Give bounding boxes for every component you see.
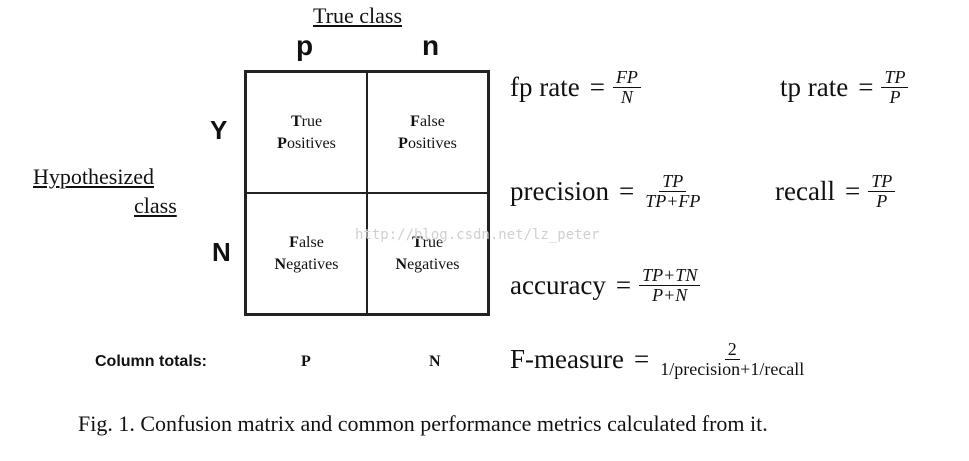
- formula-label: precision: [510, 176, 609, 206]
- equals-sign: =: [858, 72, 874, 102]
- cell-true-positives: True Positives: [246, 72, 367, 193]
- fraction: FP N: [612, 68, 641, 107]
- cell-initial: N: [274, 255, 287, 273]
- formula-label: fp rate: [510, 72, 580, 102]
- denominator: P: [876, 191, 888, 211]
- denominator: P+N: [652, 285, 688, 305]
- cell-text: rue: [301, 112, 323, 130]
- formula-label: tp rate: [780, 72, 849, 102]
- numerator: TP: [659, 172, 687, 192]
- cell-initial: F: [410, 112, 420, 130]
- figure-caption: Fig. 1. Confusion matrix and common perf…: [78, 411, 768, 436]
- hypothesized-class-line1: Hypothesized: [33, 164, 154, 189]
- cell-initial: T: [411, 233, 423, 251]
- cell-false-positives: False Positives: [367, 72, 488, 193]
- cell-initial: N: [395, 255, 408, 273]
- fraction: TP+TN P+N: [639, 266, 701, 305]
- formula-tp-rate: tp rate = TP P: [780, 68, 909, 107]
- fraction: TP TP+FP: [642, 172, 703, 211]
- row-label-y: Y: [210, 115, 228, 145]
- formula-accuracy: accuracy = TP+TN P+N: [510, 266, 701, 305]
- equals-sign: =: [844, 176, 861, 206]
- column-total-p: P: [301, 353, 311, 370]
- cell-initial: P: [277, 134, 287, 152]
- cell-initial: T: [290, 112, 302, 130]
- row-label-n: N: [212, 237, 231, 267]
- true-class-title: True class: [313, 3, 403, 28]
- formula-fp-rate: fp rate = FP N: [510, 68, 641, 107]
- formula-f-measure: F-measure = 2 1/precision+1/recall: [510, 340, 807, 379]
- cell-text: rue: [422, 233, 444, 251]
- equals-sign: =: [615, 270, 632, 300]
- equals-sign: =: [633, 344, 650, 374]
- cell-true-negatives: True Negatives: [367, 193, 488, 314]
- column-label-p: p: [296, 30, 314, 61]
- cell-text: alse: [298, 233, 324, 251]
- fraction: TP P: [868, 172, 896, 211]
- denominator: 1/precision+1/recall: [660, 359, 805, 379]
- numerator: 2: [724, 340, 740, 360]
- confusion-matrix: True Positives False Positives False Neg…: [244, 70, 490, 316]
- cell-text: alse: [419, 112, 445, 130]
- denominator: N: [620, 87, 633, 107]
- formula-label: recall: [775, 176, 835, 206]
- column-totals-label: Column totals:: [95, 353, 207, 370]
- formula-label: F-measure: [510, 344, 624, 374]
- formula-label: accuracy: [510, 270, 606, 300]
- numerator: TP: [868, 172, 896, 192]
- equals-sign: =: [618, 176, 635, 206]
- watermark: http://blog.csdn.net/lz_peter: [355, 227, 600, 243]
- denominator: TP+FP: [645, 191, 701, 211]
- cell-text: egatives: [286, 255, 339, 273]
- cell-initial: F: [289, 233, 299, 251]
- numerator: FP: [612, 68, 641, 88]
- cell-false-negatives: False Negatives: [246, 193, 367, 314]
- column-total-n: N: [429, 353, 441, 370]
- numerator: TP: [881, 68, 909, 88]
- equals-sign: =: [589, 72, 605, 102]
- cell-text: ositives: [407, 134, 457, 152]
- formula-recall: recall = TP P: [775, 172, 896, 211]
- denominator: P: [889, 87, 901, 107]
- hypothesized-class-line2: class: [134, 193, 177, 218]
- fraction: TP P: [881, 68, 909, 107]
- formula-precision: precision = TP TP+FP: [510, 172, 703, 211]
- cell-initial: P: [398, 134, 408, 152]
- fraction: 2 1/precision+1/recall: [657, 340, 807, 379]
- cell-text: ositives: [286, 134, 336, 152]
- numerator: TP+TN: [639, 266, 701, 286]
- column-label-n: n: [422, 30, 440, 61]
- cell-text: egatives: [407, 255, 460, 273]
